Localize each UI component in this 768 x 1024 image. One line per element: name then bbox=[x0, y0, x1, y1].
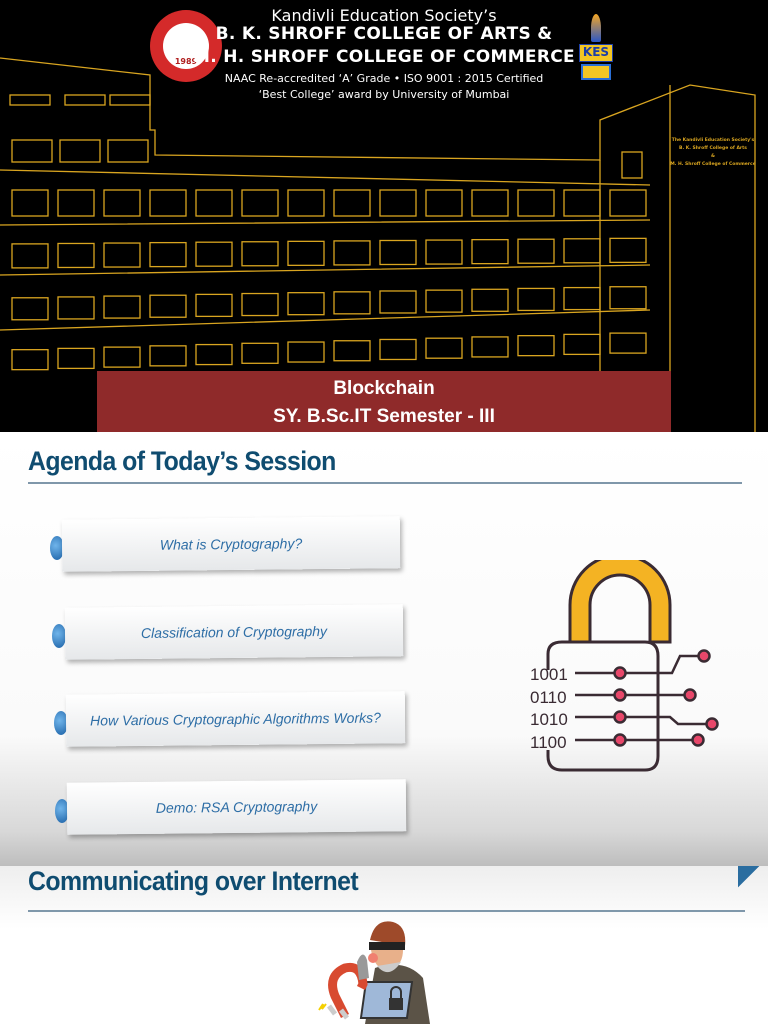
bullet-icon bbox=[54, 711, 68, 735]
slide-title: Agenda of Today’s Session bbox=[28, 446, 336, 476]
agenda-item: What is Cryptography? bbox=[61, 516, 401, 572]
bullet-icon bbox=[55, 799, 69, 823]
college-name-line2: M. H. SHROFF COLLEGE OF COMMERCE bbox=[193, 47, 575, 67]
hacker-illustration bbox=[318, 921, 430, 1024]
book-icon bbox=[581, 64, 611, 80]
bullet-icon bbox=[52, 624, 66, 648]
bit-label: 1100 bbox=[530, 733, 567, 752]
bit-label: 1001 bbox=[530, 665, 568, 684]
course-title: Blockchain bbox=[333, 378, 435, 399]
building-outline-illustration bbox=[0, 57, 756, 432]
college-name-line1: B. K. SHROFF COLLEGE OF ARTS & bbox=[215, 24, 553, 44]
title-divider bbox=[28, 482, 742, 484]
agenda-slide: Agenda of Today’s Session What is Crypto… bbox=[0, 432, 768, 866]
award-text: ‘Best College’ award by University of Mu… bbox=[258, 88, 510, 101]
agenda-item: Classification of Cryptography bbox=[64, 604, 404, 660]
digital-lock-icon: 1001 0110 1010 1100 bbox=[530, 560, 719, 772]
agenda-item: How Various Cryptographic Algorithms Wor… bbox=[65, 691, 406, 747]
slide-title: Communicating over Internet bbox=[28, 866, 359, 896]
agenda-item: Demo: RSA Cryptography bbox=[66, 779, 407, 835]
course-semester: SY. B.Sc.IT Semester - III bbox=[273, 406, 495, 427]
course-banner: Blockchain SY. B.Sc.IT Semester - III bbox=[97, 371, 671, 432]
college-seal-logo: 1989 bbox=[150, 10, 222, 82]
kes-logo: KES bbox=[577, 12, 615, 82]
college-header: 1989 KES Kandivli Education Society’s B.… bbox=[0, 0, 768, 432]
title-divider bbox=[28, 910, 745, 912]
building-sign: The Kandivli Education Society's B. K. S… bbox=[670, 138, 756, 167]
bit-label: 0110 bbox=[530, 688, 567, 707]
bullet-icon bbox=[50, 536, 64, 560]
corner-decoration bbox=[738, 866, 768, 906]
communication-slide: Communicating over Internet bbox=[0, 866, 768, 1024]
bit-label: 1010 bbox=[530, 710, 568, 729]
torch-icon bbox=[591, 14, 601, 42]
accreditation-text: NAAC Re-accredited ‘A’ Grade • ISO 9001 … bbox=[224, 72, 544, 85]
society-name: Kandivli Education Society’s bbox=[271, 6, 497, 25]
